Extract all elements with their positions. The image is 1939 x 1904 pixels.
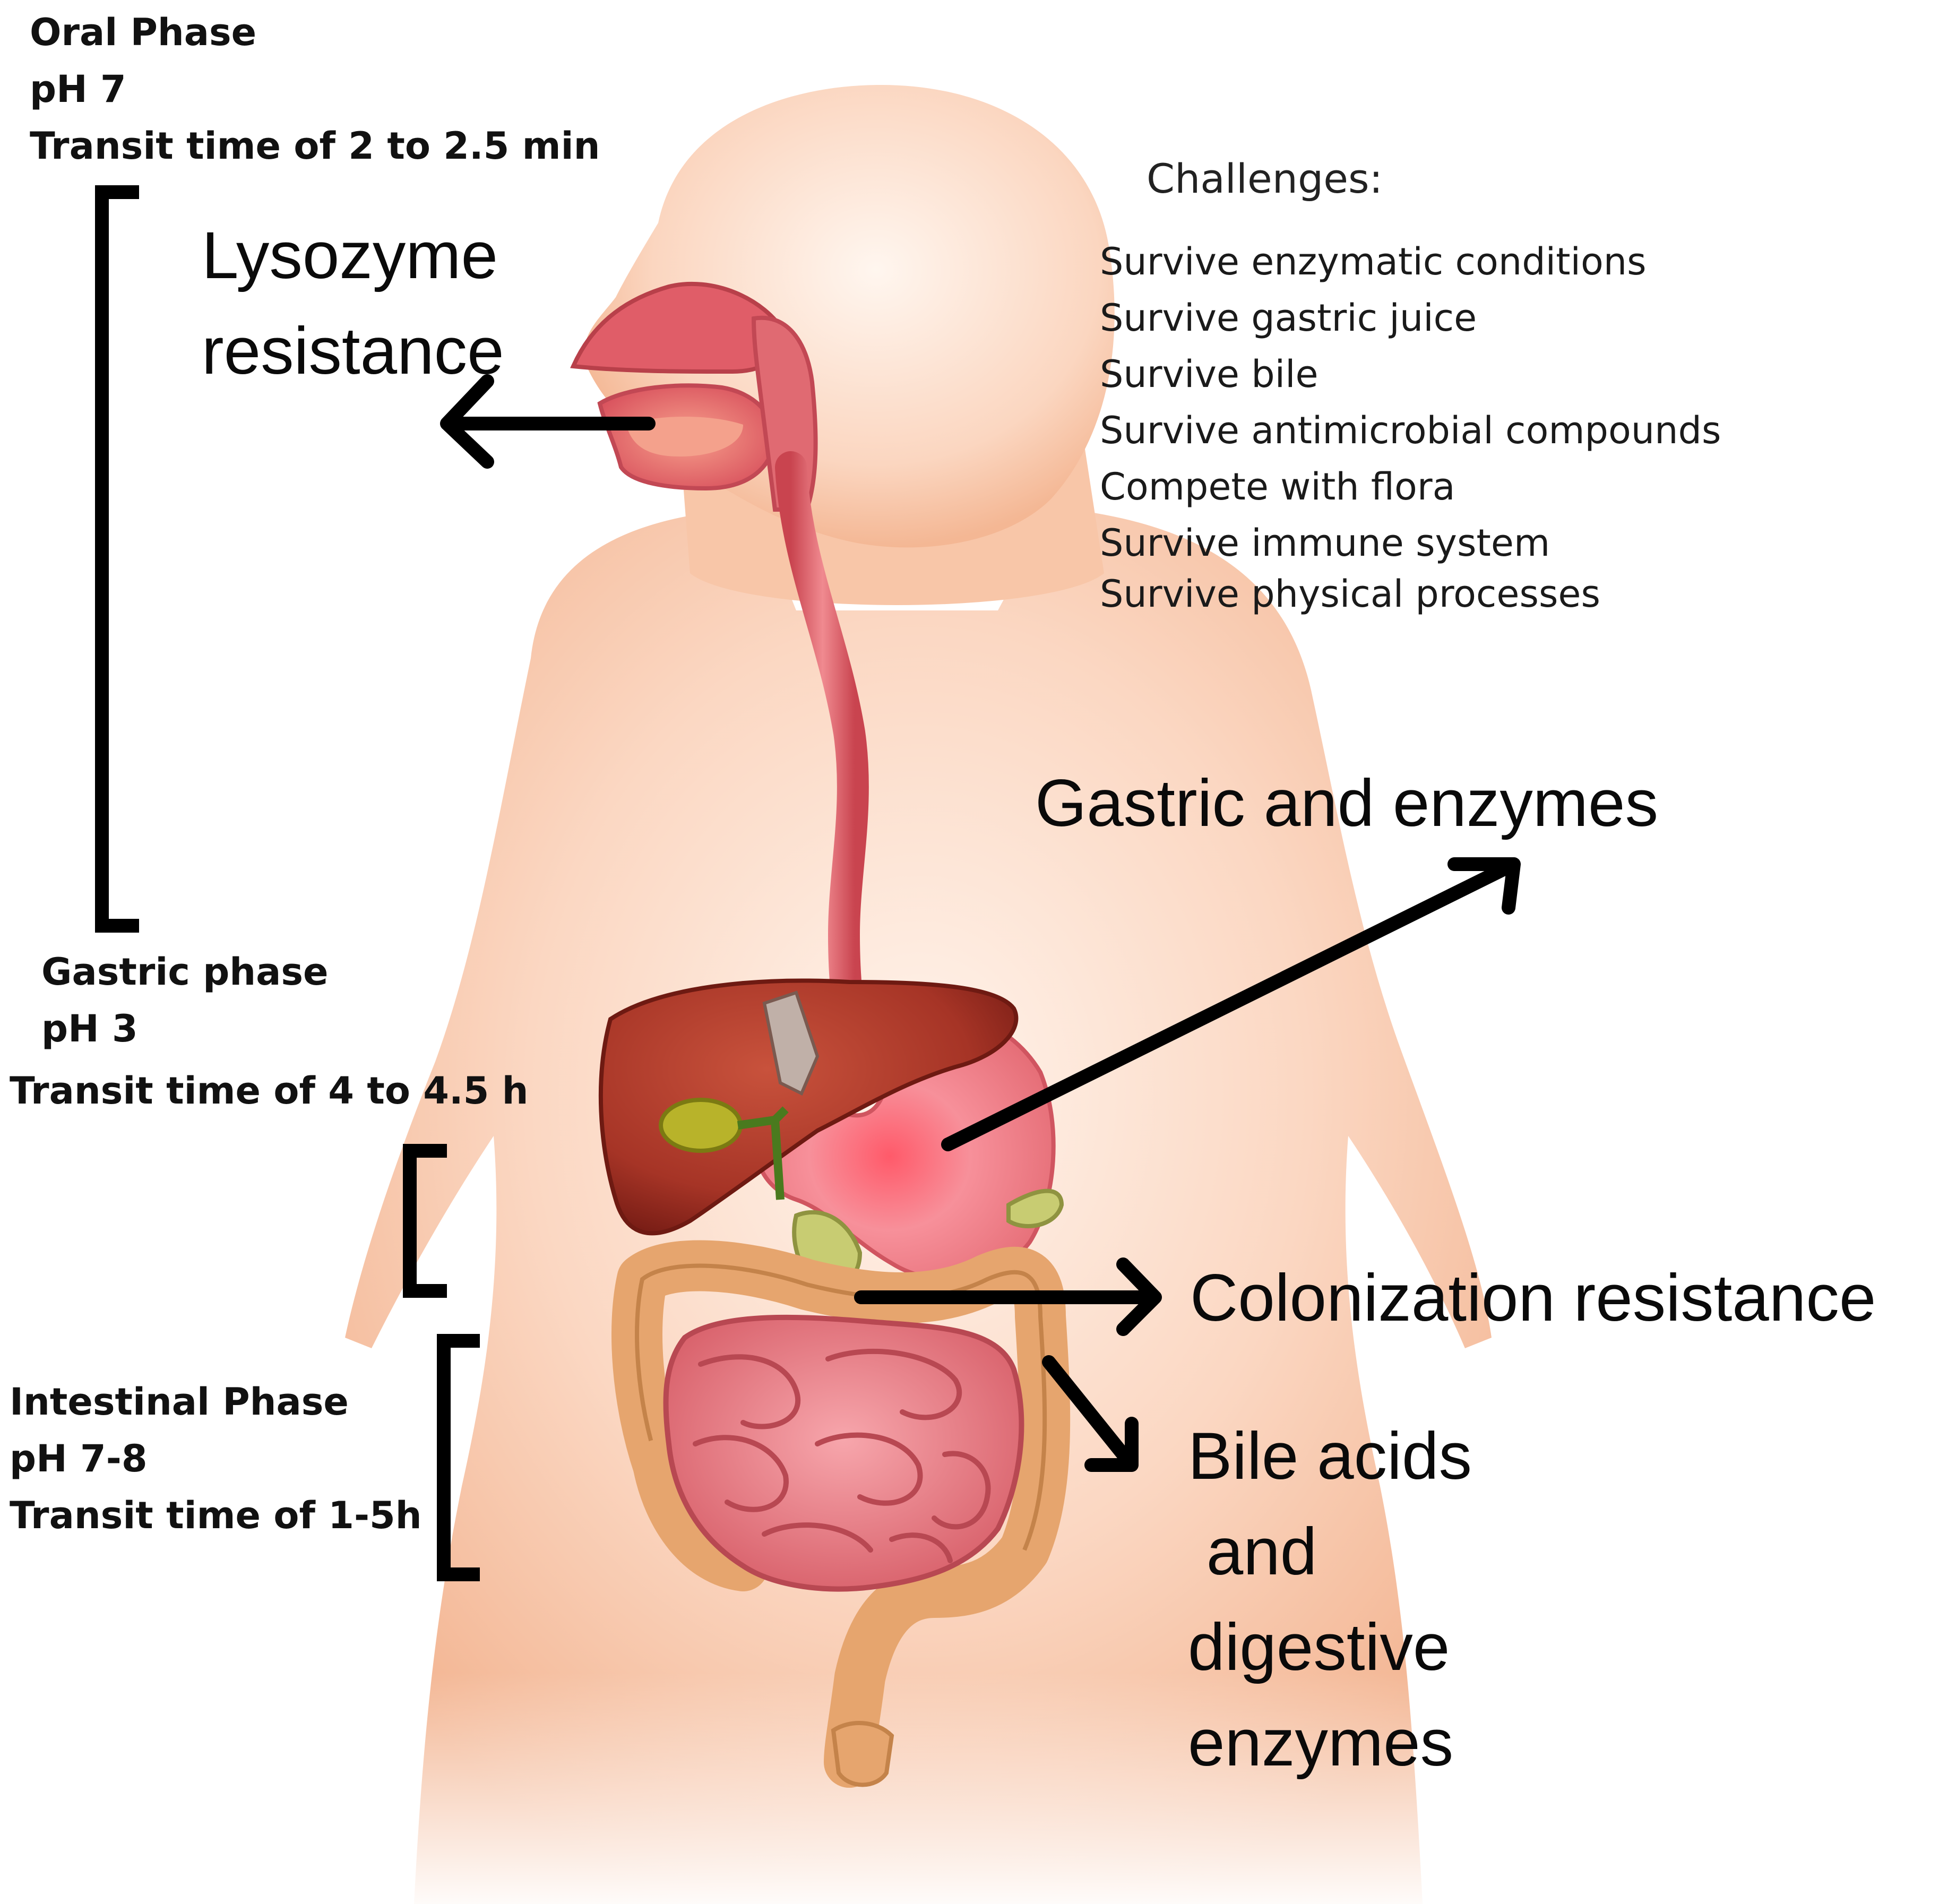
intestinal-phase-label: Intestinal Phase pH 7-8 Transit time of … — [10, 1374, 422, 1544]
intestinal-bracket — [437, 1334, 480, 1581]
challenge-item: Survive physical processes — [1100, 572, 1600, 616]
gastric-phase-transit: Transit time of 4 to 4.5 h — [10, 1069, 529, 1113]
bile-line-2: and — [1188, 1515, 1317, 1589]
gastric-arrow — [941, 857, 1521, 1151]
gastric-phase-label: Gastric phase pH 3 Transit time of 4 to … — [10, 944, 529, 1119]
challenge-item: Survive antimicrobial compounds — [1100, 409, 1721, 452]
lysozyme-label: Lysozyme resistance — [202, 208, 504, 399]
bile-duct — [737, 1106, 789, 1200]
oral-phase-transit: Transit time of 2 to 2.5 min — [30, 124, 600, 168]
small-intestine-mass — [663, 1314, 1024, 1592]
gastric-phase-name: Gastric phase — [41, 950, 329, 994]
challenges-title: Challenges: — [1147, 155, 1383, 202]
challenge-item: Compete with flora — [1100, 465, 1455, 509]
intestinal-phase-transit: Transit time of 1-5h — [10, 1494, 422, 1537]
phase-brackets — [95, 185, 480, 1581]
intestinal-phase-ph: pH 7-8 — [10, 1437, 148, 1480]
oral-phase-label: Oral Phase pH 7 Transit time of 2 to 2.5… — [30, 4, 600, 175]
spleen-tail — [1006, 1188, 1064, 1228]
ascending-colon-lower — [633, 1440, 769, 1591]
tongue — [626, 417, 743, 456]
bile-line-3: digestive — [1188, 1610, 1450, 1684]
lysozyme-arrow — [440, 374, 656, 469]
liver — [598, 978, 1019, 1236]
bile-arrow — [1042, 1355, 1139, 1472]
bile-line-4: enzymes — [1188, 1706, 1454, 1780]
abdomen-organs — [598, 978, 1064, 1287]
colonization-resistance-label: Colonization resistance — [1190, 1261, 1876, 1335]
challenge-item: Survive enzymatic conditions — [1100, 240, 1647, 283]
gastric-phase-ph: pH 3 — [41, 1007, 138, 1050]
bile-line-1: Bile acids — [1188, 1419, 1472, 1493]
oral-phase-ph: pH 7 — [30, 67, 126, 111]
arrows — [440, 374, 1521, 1472]
challenge-item: Survive immune system — [1100, 521, 1550, 565]
bile-acids-label: Bile acids and digestive enzymes — [1188, 1409, 1472, 1791]
oral-phase-name: Oral Phase — [30, 11, 257, 54]
rectum — [831, 1721, 894, 1787]
colonization-arrow — [854, 1257, 1162, 1336]
gallbladder — [659, 1098, 743, 1153]
intestine-coils — [693, 1348, 991, 1563]
gastric-bracket — [403, 1144, 447, 1298]
lysozyme-line-2: resistance — [202, 314, 504, 388]
gastric-enzymes-label: Gastric and enzymes — [1035, 766, 1659, 840]
upper-tract — [570, 281, 871, 1067]
intestinal-phase-name: Intestinal Phase — [10, 1380, 349, 1424]
liver-ligament — [762, 990, 820, 1096]
challenge-item: Survive gastric juice — [1100, 296, 1477, 340]
challenge-item: Survive bile — [1100, 352, 1318, 396]
oral-bracket — [95, 185, 139, 933]
lysozyme-line-1: Lysozyme — [202, 219, 498, 292]
small-intestine — [663, 1314, 1024, 1592]
challenges-list: Survive enzymatic conditions Survive gas… — [1100, 234, 1721, 622]
